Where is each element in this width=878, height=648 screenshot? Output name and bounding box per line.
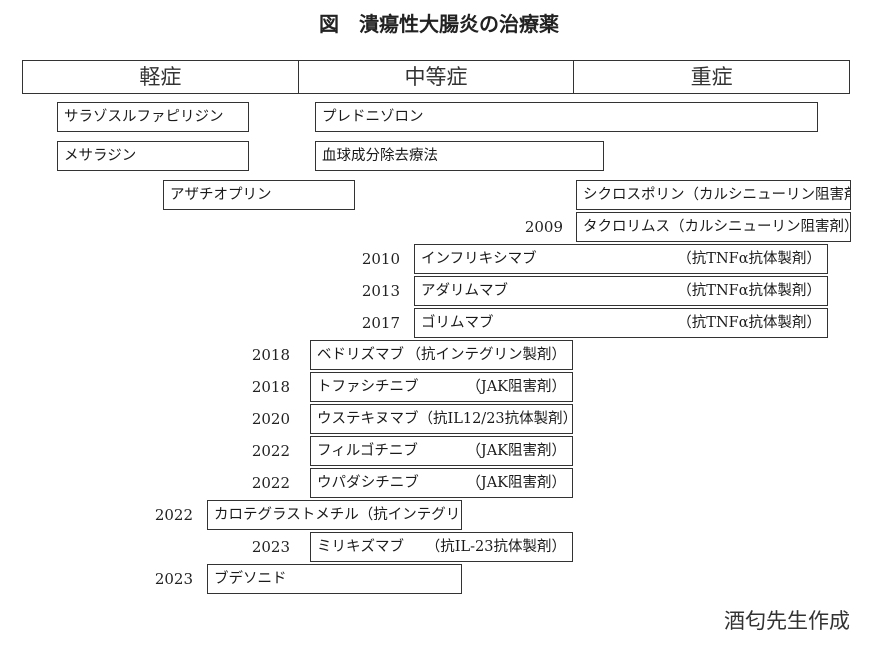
drug-name: シクロスポリン（カルシニューリン阻害剤） — [583, 187, 851, 203]
severity-header: 軽症 中等症 重症 — [22, 60, 850, 94]
drug-name: ベドリズマブ — [317, 347, 404, 363]
approval-year: 2017 — [361, 314, 400, 332]
drug-box-tofacitinib: トファシチニブ （JAK阻害剤） — [310, 372, 573, 402]
drug-mechanism: （抗インテグリン製剤） — [406, 347, 567, 363]
drug-mechanism: （JAK阻害剤） — [466, 379, 566, 395]
drug-mechanism: （抗TNFα抗体製剤） — [677, 283, 821, 299]
drug-name: アダリムマブ — [421, 283, 508, 299]
approval-year: 2022 — [154, 506, 193, 524]
severity-moderate: 中等症 — [297, 61, 574, 93]
drug-name: フィルゴチニブ — [317, 443, 418, 459]
drug-box-carotegrast-methyl: カロテグラストメチル（抗インテグリン製剤） — [207, 500, 462, 530]
drug-name: タクロリムス（カルシニューリン阻害剤） — [583, 219, 851, 235]
drug-mechanism: （JAK阻害剤） — [466, 443, 566, 459]
drug-name: インフリキシマブ — [421, 251, 537, 267]
drug-box-cyclosporine: シクロスポリン（カルシニューリン阻害剤） — [576, 180, 851, 210]
approval-year: 2023 — [154, 570, 193, 588]
drug-name: サラゾスルファピリジン — [64, 109, 224, 125]
drug-box-infliximab: インフリキシマブ （抗TNFα抗体製剤） — [414, 244, 828, 274]
drug-name: ゴリムマブ — [421, 315, 494, 331]
drug-box-mesalazine: メサラジン — [57, 141, 249, 171]
approval-year: 2023 — [251, 538, 290, 556]
drug-box-adalimumab: アダリムマブ （抗TNFα抗体製剤） — [414, 276, 828, 306]
drug-mechanism: （抗TNFα抗体製剤） — [677, 315, 821, 331]
drug-box-azathioprine: アザチオプリン — [163, 180, 355, 210]
severity-severe: 重症 — [573, 61, 849, 93]
drug-box-vedolizumab: ベドリズマブ （抗インテグリン製剤） — [310, 340, 573, 370]
approval-year: 2018 — [251, 346, 290, 364]
drug-box-leukocytapheresis: 血球成分除去療法 — [315, 141, 604, 171]
drug-box-mirikizumab: ミリキズマブ （抗IL-23抗体製剤） — [310, 532, 573, 562]
approval-year: 2022 — [251, 474, 290, 492]
drug-box-golimumab: ゴリムマブ （抗TNFα抗体製剤） — [414, 308, 828, 338]
drug-box-ustekinumab: ウステキヌマブ（抗IL12/23抗体製剤） — [310, 404, 573, 434]
drug-name: ブデソニド — [214, 571, 287, 587]
drug-box-budesonide: ブデソニド — [207, 564, 462, 594]
drug-box-salazosulfapyridine: サラゾスルファピリジン — [57, 102, 249, 132]
author-credit: 酒匂先生作成 — [724, 609, 850, 633]
drug-box-upadacitinib: ウパダシチニブ （JAK阻害剤） — [310, 468, 573, 498]
approval-year: 2009 — [524, 218, 563, 236]
drug-mechanism: （JAK阻害剤） — [466, 475, 566, 491]
drug-box-prednisolone: プレドニゾロン — [315, 102, 818, 132]
approval-year: 2022 — [251, 442, 290, 460]
approval-year: 2020 — [251, 410, 290, 428]
approval-year: 2013 — [361, 282, 400, 300]
drug-name: ミリキズマブ — [317, 539, 404, 555]
drug-mechanism: （抗TNFα抗体製剤） — [677, 251, 821, 267]
drug-name: ウパダシチニブ — [317, 475, 419, 491]
approval-year: 2010 — [361, 250, 400, 268]
drug-name: カロテグラストメチル（抗インテグリン製剤） — [214, 507, 461, 523]
drug-name: 血球成分除去療法 — [322, 148, 438, 164]
drug-box-tacrolimus: タクロリムス（カルシニューリン阻害剤） — [576, 212, 851, 242]
drug-name: メサラジン — [64, 148, 137, 164]
drug-box-filgotinib: フィルゴチニブ （JAK阻害剤） — [310, 436, 573, 466]
page-title: 図 潰瘍性大腸炎の治療薬 — [319, 12, 559, 36]
severity-mild: 軽症 — [139, 65, 182, 89]
drug-mechanism: （抗IL-23抗体製剤） — [425, 539, 566, 555]
drug-name: トファシチニブ — [317, 379, 419, 395]
drug-name: アザチオプリン — [170, 187, 272, 203]
drug-name: プレドニゾロン — [322, 109, 424, 125]
approval-year: 2018 — [251, 378, 290, 396]
drug-name: ウステキヌマブ（抗IL12/23抗体製剤） — [317, 411, 573, 427]
